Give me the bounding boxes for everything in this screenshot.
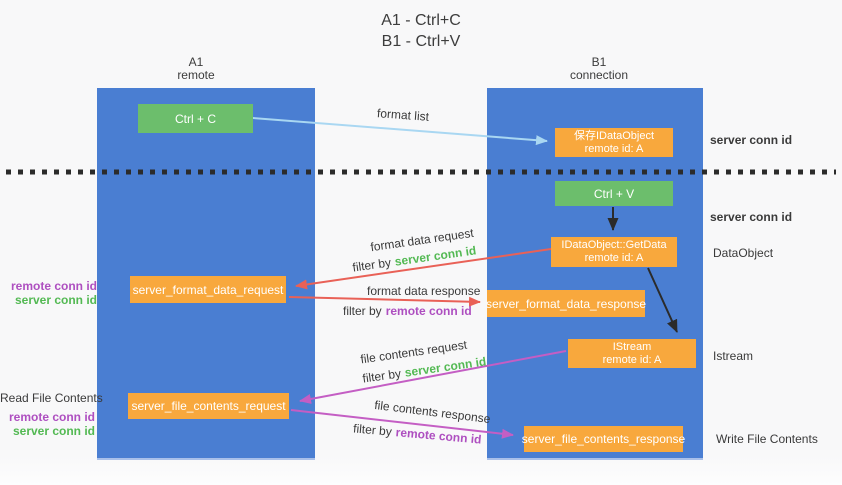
file-contents-response-label: file contents response xyxy=(373,397,492,427)
filter-by-text: filter by xyxy=(361,366,402,386)
server-format-data-response-box: server_format_data_response xyxy=(485,290,647,317)
ctrl-v-label: Ctrl + V xyxy=(593,186,635,201)
lane-a-header: A1 remote xyxy=(87,56,305,82)
server-conn-id-key: server conn id xyxy=(12,424,95,438)
server-conn-id-key: server conn id xyxy=(14,293,97,307)
format-data-response-label: format data response xyxy=(367,284,481,298)
server-file-contents-request-box: server_file_contents_request xyxy=(128,393,289,419)
remote-conn-id-key: remote conn id xyxy=(8,410,95,424)
istream-side-label: Istream xyxy=(713,349,754,363)
lane-a-subtitle: remote xyxy=(177,68,215,82)
lane-b-subtitle: connection xyxy=(569,68,629,82)
dataobject-label: DataObject xyxy=(713,246,774,260)
filter-by-text: filter by xyxy=(351,255,392,275)
remote-conn-id-key: remote conn id xyxy=(385,304,472,318)
read-file-contents-label: Read File Contents xyxy=(0,391,103,405)
server-conn-id-right-mid: server conn id xyxy=(710,210,793,224)
ctrl-v-box: Ctrl + V xyxy=(555,181,673,206)
ctrl-c-label: Ctrl + C xyxy=(174,111,216,126)
server-file-contents-request-label: server_file_contents_request xyxy=(131,399,286,413)
left-conn-id-keys-bottom: remote conn id server conn id xyxy=(0,410,95,438)
server-format-data-response-label: server_format_data_response xyxy=(485,296,647,311)
lane-b-name: B1 xyxy=(591,55,607,69)
save-idataobject-title: 保存IDataObject xyxy=(573,129,655,142)
istream-subtitle: remote id: A xyxy=(602,353,662,366)
ctrl-c-box: Ctrl + C xyxy=(138,104,253,133)
istream-box: IStream remote id: A xyxy=(568,339,696,368)
save-idataobject-box: 保存IDataObject remote id: A xyxy=(555,128,673,157)
istream-title: IStream xyxy=(612,340,652,353)
filter-by-text: filter by xyxy=(343,304,382,318)
getdata-title: IDataObject::GetData xyxy=(561,239,667,251)
server-file-contents-response-box: server_file_contents_response xyxy=(521,426,686,452)
server-format-data-request-label: server_format_data_request xyxy=(132,282,284,297)
lane-a-name: A1 xyxy=(188,55,204,69)
write-file-contents-label: Write File Contents xyxy=(716,432,818,446)
title-line-b1: B1 - Ctrl+V xyxy=(381,33,461,50)
format-list-label: format list xyxy=(376,106,430,124)
server-conn-id-right-top: server conn id xyxy=(710,133,793,147)
server-format-data-request-box: server_format_data_request xyxy=(130,276,286,303)
lane-b-header: B1 connection xyxy=(491,56,707,82)
title-line-a1: A1 - Ctrl+C xyxy=(381,12,461,29)
save-idataobject-subtitle: remote id: A xyxy=(584,142,644,155)
server-file-contents-response-label: server_file_contents_response xyxy=(521,432,686,446)
left-conn-id-keys-top: remote conn id server conn id xyxy=(0,279,97,307)
idataobject-getdata-box: IDataObject::GetData remote id: A xyxy=(551,237,677,267)
getdata-subtitle: remote id: A xyxy=(584,252,644,264)
remote-conn-id-key: remote conn id xyxy=(395,425,483,447)
remote-conn-id-key: remote conn id xyxy=(10,279,97,293)
filter-by-text: filter by xyxy=(352,421,393,439)
diagram-title: A1 - Ctrl+C B1 - Ctrl+V xyxy=(0,10,842,52)
